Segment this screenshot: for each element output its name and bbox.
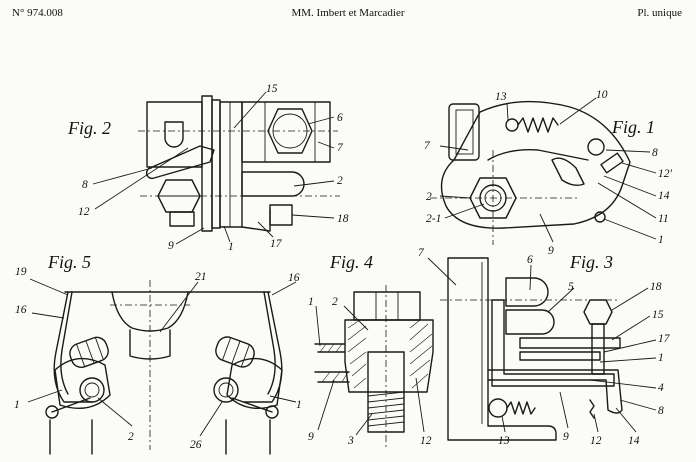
inventors-heading: MM. Imbert et Marcadier <box>291 7 405 19</box>
fig3-label-5: 5 <box>568 281 574 293</box>
fig2-label-2: 2 <box>337 175 343 187</box>
fig2-screw-18 <box>269 204 293 226</box>
fig4-label-1: 1 <box>308 296 314 308</box>
figure-5: Fig. 5 <box>14 252 302 455</box>
fig2-label-12: 12 <box>78 206 90 218</box>
fig3-label-9: 9 <box>563 431 569 443</box>
plate-indicator: Pl. unique <box>637 7 682 19</box>
fig1-label-2: 2 <box>426 191 432 203</box>
fig3-label-8: 8 <box>658 405 664 417</box>
fig5-left-roller <box>69 336 109 368</box>
fig3-label-6: 6 <box>527 254 533 266</box>
fig3-label-12: 12 <box>590 435 602 447</box>
fig3-label-4: 4 <box>658 382 664 394</box>
fig1-label-13: 13 <box>495 91 507 103</box>
fig1-lug <box>600 152 624 174</box>
fig2-label-9: 9 <box>168 240 174 252</box>
fig3-label-13: 13 <box>498 435 510 447</box>
fig5-right-roller <box>215 336 255 368</box>
fig5-label-21: 21 <box>195 271 207 283</box>
fig2-label-15: 15 <box>266 83 278 95</box>
fig3-label-15: 15 <box>652 309 664 321</box>
fig3-label-14: 14 <box>628 435 640 447</box>
figure-3: Fig. 3 <box>418 247 671 447</box>
fig1-label-12prime: 12' <box>658 168 673 180</box>
fig3-label-17: 17 <box>658 333 671 345</box>
fig1-label-9: 9 <box>548 245 554 257</box>
fig3-bracket <box>491 299 615 387</box>
fig4-label-3: 3 <box>347 435 354 447</box>
fig2-label-6: 6 <box>337 112 343 124</box>
fig4-sectioned-body <box>344 319 434 393</box>
fig4-label-12: 12 <box>420 435 432 447</box>
fig5-label-1-left: 1 <box>14 399 20 411</box>
fig1-label-10: 10 <box>596 89 608 101</box>
fig5-left-leg <box>53 291 93 403</box>
fig1-label-14: 14 <box>658 190 670 202</box>
fig3-label-7: 7 <box>418 247 425 259</box>
fig5-label-26: 26 <box>190 439 202 451</box>
fig5-label-16-right: 16 <box>288 272 300 284</box>
fig5-title: Fig. 5 <box>47 252 91 272</box>
fig4-bolt-head <box>353 291 421 321</box>
fig1-label-11: 11 <box>658 213 669 225</box>
fig5-label-16-left: 16 <box>15 304 27 316</box>
fig2-roller <box>164 121 184 148</box>
fig2-label-7: 7 <box>337 142 344 154</box>
fig2-right-block <box>241 101 331 163</box>
fig1-arm-body <box>440 100 631 229</box>
fig1-label-8: 8 <box>652 147 658 159</box>
fig4-title: Fig. 4 <box>329 252 373 272</box>
fig1-roller-box <box>448 103 480 161</box>
fig2-label-8: 8 <box>82 179 88 191</box>
fig5-right-leg <box>243 291 283 403</box>
fig5-left-pivot <box>79 377 105 403</box>
fig1-label-7: 7 <box>424 140 431 152</box>
patent-number: N° 974.008 <box>12 7 63 19</box>
fig2-label-18: 18 <box>337 213 349 225</box>
fig4-label-9: 9 <box>308 431 314 443</box>
fig4-label-2: 2 <box>332 296 338 308</box>
fig5-right-arm <box>226 357 283 409</box>
fig2-label-17: 17 <box>270 238 283 250</box>
fig3-rod <box>519 337 621 349</box>
fig5-left-arm <box>54 357 111 409</box>
fig5-central-body <box>111 291 189 332</box>
fig3-bolt <box>583 299 613 325</box>
fig5-label-1-right: 1 <box>296 399 302 411</box>
figure-4: Fig. 4 <box>308 252 434 450</box>
fig3-label-1: 1 <box>658 352 664 364</box>
fig5-label-2: 2 <box>128 431 134 443</box>
fig2-lever <box>145 145 215 180</box>
fig2-hex-nut <box>267 108 313 154</box>
fig5-label-19: 19 <box>15 266 27 278</box>
fig5-right-pivot <box>213 377 239 403</box>
fig3-frame <box>447 257 557 441</box>
figure-1: Fig. 1 <box>424 89 673 257</box>
fig3-spring <box>506 401 536 415</box>
figure-2: Fig. 2 <box>67 83 349 253</box>
fig2-label-1: 1 <box>228 241 234 253</box>
fig1-title: Fig. 1 <box>611 117 655 137</box>
fig3-title: Fig. 3 <box>569 252 613 272</box>
fig3-label-18: 18 <box>650 281 662 293</box>
fig1-label-2-1: 2-1 <box>426 213 441 225</box>
fig2-title: Fig. 2 <box>67 118 111 138</box>
fig1-label-1: 1 <box>658 234 664 246</box>
fig1-spring <box>517 117 559 133</box>
